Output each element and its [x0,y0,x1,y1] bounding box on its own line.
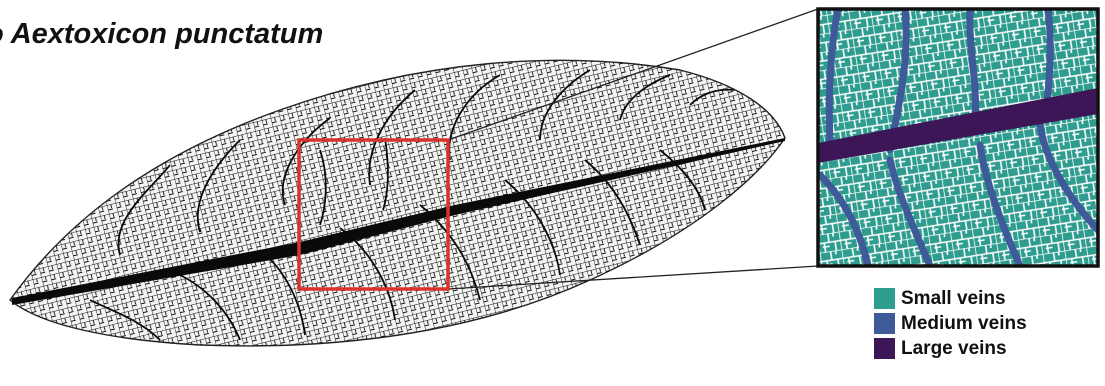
legend-label-medium-veins: Medium veins [901,313,1027,335]
legend-label-small-veins: Small veins [901,288,1006,310]
zoom-inset [810,0,1105,280]
leaf-image [0,40,800,360]
legend-label-large-veins: Large veins [901,338,1007,360]
legend-item-small-veins: Small veins [874,287,1027,310]
legend-item-medium-veins: Medium veins [874,312,1027,335]
figure-title: o Aextoxicon punctatum [0,18,323,51]
legend: Small veins Medium veins Large veins [874,287,1027,362]
legend-item-large-veins: Large veins [874,337,1027,360]
legend-swatch-medium-veins [874,313,895,334]
legend-swatch-small-veins [874,288,895,309]
legend-swatch-large-veins [874,338,895,359]
